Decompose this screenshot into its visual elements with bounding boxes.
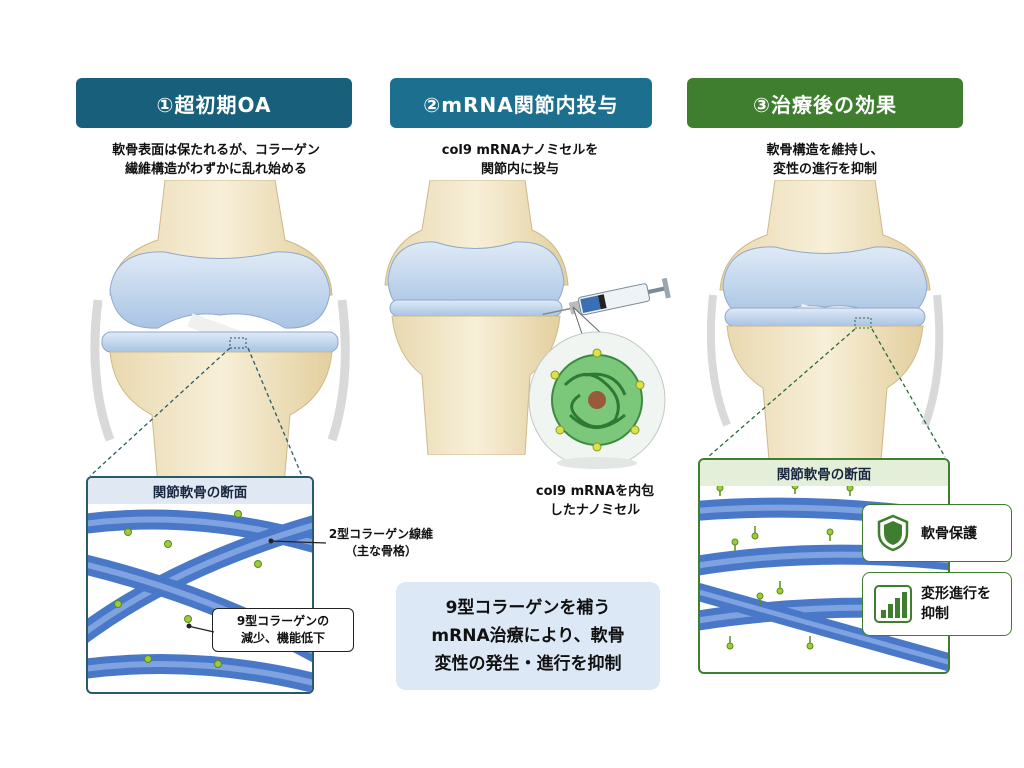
effect-badge-progression-suppression: 変形進行を 抑制 [862,572,1012,636]
callout-type9-collagen: 9型コラーゲンの 減少、機能低下 [212,608,354,652]
cartilage-cross-section-1: 関節軟骨の断面 [86,476,314,694]
shield-icon [877,514,909,552]
summary-line-3: 変性の発生・進行を抑制 [434,654,622,674]
leader-lines-1 [89,347,303,477]
knee-joint-illustration-3 [706,180,944,460]
knee-joint-illustration-2 [384,180,569,455]
inset3-title: 関節軟骨の断面 [700,460,948,486]
panel2-description: col9 mRNAナノミセルを 関節内に投与 [441,143,599,177]
effect-badge-cartilage-protection: 軟骨保護 [862,504,1012,562]
knee-joint-illustration-1 [90,180,350,485]
effect-label-2: 変形進行を 抑制 [921,586,991,622]
effect-label-1: 軟骨保護 [921,526,977,542]
panel3-description: 軟骨構造を維持し、 変性の進行を抑制 [766,143,884,177]
inset1-title: 関節軟骨の断面 [88,478,312,504]
summary-line-2: mRNA治療により、軟骨 [431,626,625,646]
summary-line-1: 9型コラーゲンを補う [445,598,611,618]
callout-pointer-1 [268,538,327,544]
cartilage-cross-section-3: 関節軟骨の断面 [698,458,950,674]
nanomicelle-illustration [528,306,666,469]
panel1-header: ①超初期OA [76,78,352,128]
leader-lines-3 [707,328,946,458]
micelle-label: col9 mRNAを内包 したナノミセル [535,484,655,518]
callout-pointer-2 [186,623,215,633]
panel1-description: 軟骨表面は保たれるが、コラーゲン 繊維構造がわずかに乱れ始める [112,143,320,177]
panel3-header: ③治療後の効果 [687,78,963,128]
syringe-icon [542,277,671,316]
callout-type2-collagen: 2型コラーゲン線維 （主な骨格） [328,527,434,558]
summary-box: 9型コラーゲンを補う mRNA治療により、軟骨 変性の発生・進行を抑制 [396,582,660,690]
bar-chart-icon [874,585,912,623]
panel2-header: ②mRNA関節内投与 [390,78,652,128]
